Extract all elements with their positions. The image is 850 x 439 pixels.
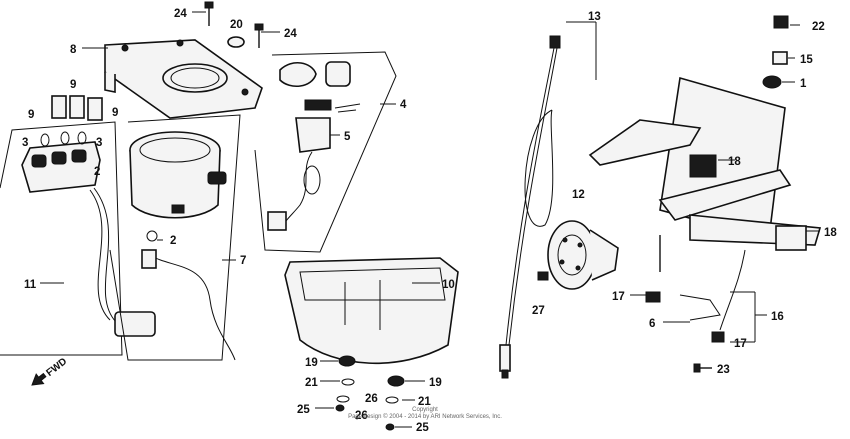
callout-9-right: 9 — [112, 107, 118, 119]
callout-1: 1 — [800, 78, 807, 90]
fwd-label: FWD — [45, 356, 70, 379]
horn-group — [537, 220, 619, 290]
copyright-line-1: Copyright — [412, 407, 438, 413]
headlight-stay-group — [588, 15, 822, 373]
callout-26-upper: 26 — [365, 393, 378, 405]
callout-12: 12 — [572, 189, 585, 201]
callout-18-upper: 18 — [728, 156, 741, 168]
indicator-panel-group — [0, 95, 156, 356]
callout-19-left: 19 — [305, 357, 318, 369]
speedometer-group — [109, 114, 241, 361]
callout-2-lower: 2 — [170, 235, 176, 247]
ignition-switch-group — [254, 51, 397, 253]
callout-22: 22 — [812, 21, 825, 33]
leader-lines — [40, 11, 820, 428]
callout-3-right: 3 — [96, 137, 102, 149]
callout-24-right: 24 — [284, 28, 297, 40]
callout-25-right: 25 — [416, 422, 429, 434]
callout-17-right: 17 — [734, 338, 747, 350]
callout-18-right: 18 — [824, 227, 837, 239]
copyright-line-2: Page design © 2004 - 2014 by ARI Network… — [348, 413, 502, 420]
callout-6: 6 — [649, 318, 655, 330]
forward-direction-arrow: FWD — [31, 356, 70, 386]
callout-labels: 24 20 24 8 9 9 9 3 3 2 2 4 5 7 10 11 13 … — [22, 8, 837, 434]
callout-21-right: 21 — [418, 396, 431, 408]
callout-26-lower: 26 — [355, 410, 368, 422]
callout-5: 5 — [344, 131, 351, 143]
callout-10: 10 — [442, 279, 455, 291]
callout-15: 15 — [800, 54, 813, 66]
callout-4: 4 — [400, 99, 407, 111]
callout-20: 20 — [230, 19, 243, 31]
callout-21-left: 21 — [305, 377, 318, 389]
callout-9-left: 9 — [28, 109, 34, 121]
callout-23: 23 — [717, 364, 730, 376]
callout-24-top: 24 — [174, 8, 187, 20]
callout-9-top: 9 — [70, 79, 76, 91]
callout-27: 27 — [532, 305, 545, 317]
callout-7: 7 — [240, 255, 246, 267]
speedometer-cable-group — [499, 35, 561, 379]
callout-17-left: 17 — [612, 291, 625, 303]
callout-13: 13 — [588, 11, 601, 23]
tool-tray-group — [284, 257, 459, 431]
callout-8: 8 — [70, 44, 77, 56]
callout-3-left: 3 — [22, 137, 28, 149]
callout-16: 16 — [771, 311, 784, 323]
callout-11: 11 — [24, 279, 37, 291]
callout-19-right: 19 — [429, 377, 442, 389]
callout-25-left: 25 — [297, 404, 310, 416]
callout-2-upper: 2 — [94, 166, 100, 178]
meter-bracket-group — [104, 1, 264, 119]
